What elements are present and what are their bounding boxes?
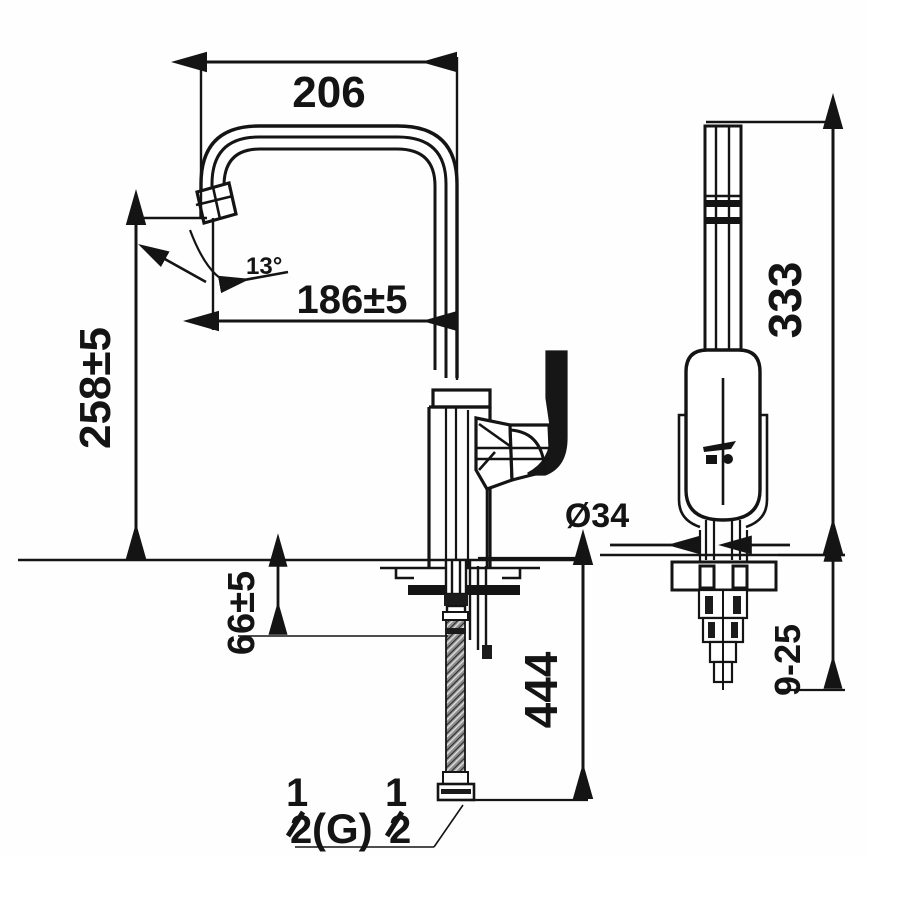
dimension-angle-13 [138, 218, 289, 294]
thread-standard-g: (G) [312, 805, 373, 852]
dimension-444 [470, 529, 594, 802]
front-view-supply-hose [436, 611, 476, 802]
side-view-base-escutcheon [670, 560, 778, 592]
front-view-body-column [427, 388, 492, 568]
side-view-shank-dark-fill [705, 596, 741, 638]
thread-left-numerator: 1 [286, 771, 308, 815]
side-view-body-detail [677, 378, 769, 529]
dimension-9-25 [778, 528, 845, 692]
dimension-258 [125, 189, 207, 559]
dimension-label-diameter-34: Ø34 [565, 497, 629, 535]
side-view-brand-mark [703, 441, 736, 464]
front-view-body-inner-lines [444, 407, 470, 568]
thread-left-denominator: 2 [290, 808, 312, 852]
front-view-mounting-shank [444, 558, 492, 659]
dimension-label-333: 333 [759, 262, 811, 339]
dimension-66 [238, 533, 448, 637]
side-view-spout-inner-lines [705, 126, 741, 356]
front-view-spout [199, 124, 459, 378]
thread-right-numerator: 1 [385, 771, 407, 815]
thread-right-denominator: 2 [389, 808, 411, 852]
dimension-label-206: 206 [292, 68, 365, 117]
dimension-label-9-25: 9-25 [767, 624, 808, 696]
dimension-label-444: 444 [515, 651, 567, 728]
dimension-label-13-deg: 13° [246, 253, 282, 280]
dimension-186 [183, 290, 458, 332]
spout-tip-aerator [195, 181, 238, 225]
dimension-label-186: 186±5 [297, 278, 408, 322]
dimension-diameter-34 [610, 530, 790, 563]
side-view-spout-tube [703, 124, 743, 358]
dimension-label-66: 66±5 [221, 571, 263, 655]
front-view-lever-handle [474, 350, 568, 491]
thread-callout-text: 1 2 (G) 1 2 [285, 771, 411, 852]
dimension-label-258: 258±5 [71, 327, 120, 449]
thread-callout-leader [295, 804, 464, 848]
front-view-handle-detail-lines [476, 422, 551, 568]
dimension-333 [706, 93, 844, 554]
